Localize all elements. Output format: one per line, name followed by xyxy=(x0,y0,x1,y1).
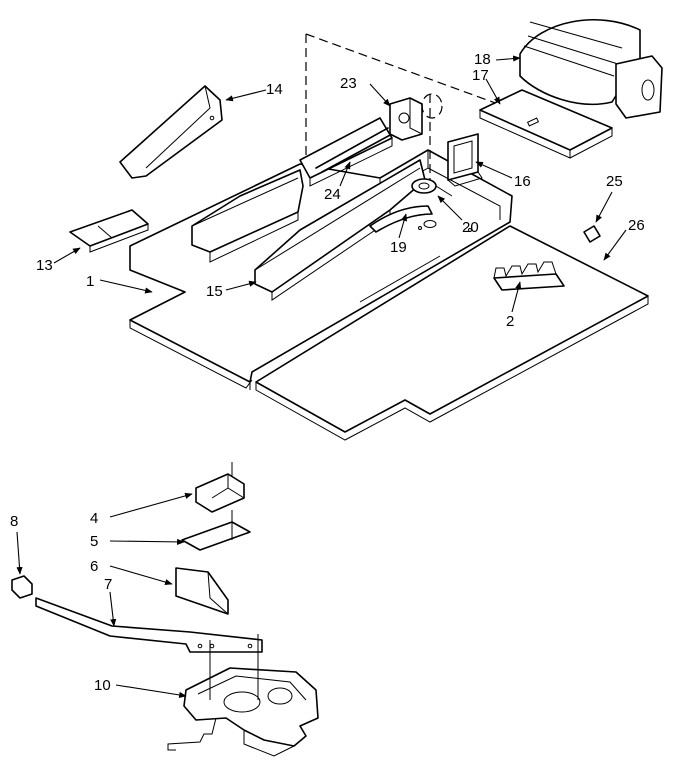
callout-5: 5 xyxy=(90,533,98,550)
callout-20: 20 xyxy=(462,219,479,236)
part-18-igniter-tube xyxy=(519,19,663,119)
part-2-orifice-bracket xyxy=(493,261,565,291)
alignment-lines xyxy=(305,33,521,180)
part-5-plate xyxy=(181,510,251,551)
callout-4: 4 xyxy=(90,510,98,527)
part-14-shield xyxy=(119,85,223,179)
callout-18: 18 xyxy=(474,51,491,68)
callout-2: 2 xyxy=(506,313,514,330)
part-20-valve xyxy=(411,178,453,228)
part-24-rod xyxy=(315,127,393,173)
part-10-mechanism xyxy=(167,634,319,757)
part-19-tube xyxy=(369,205,433,233)
callout-17: 17 xyxy=(472,67,489,84)
part-25-clip xyxy=(583,225,601,243)
callout-labels: 1 2 4 5 6 7 8 10 13 14 15 16 17 18 19 20… xyxy=(10,51,645,694)
callout-26: 26 xyxy=(628,217,645,234)
part-6-shield xyxy=(175,567,229,615)
callout-14: 14 xyxy=(266,81,283,98)
part-15-burner-channels xyxy=(191,117,426,301)
part-17-bracket-plate xyxy=(479,89,613,159)
part-23-block xyxy=(389,97,423,141)
callout-15: 15 xyxy=(206,283,223,300)
callout-23: 23 xyxy=(340,75,357,92)
callout-7: 7 xyxy=(104,576,112,593)
callout-8: 8 xyxy=(10,513,18,530)
part-13-clip xyxy=(69,209,149,253)
callout-19: 19 xyxy=(390,239,407,256)
callout-16: 16 xyxy=(514,173,531,190)
callout-25: 25 xyxy=(606,173,623,190)
part-8-knob xyxy=(11,575,33,599)
callout-24: 24 xyxy=(324,186,341,203)
part-4-switch xyxy=(195,462,245,513)
callout-6: 6 xyxy=(90,558,98,575)
callout-13: 13 xyxy=(36,257,53,274)
part-16-bracket xyxy=(447,133,483,187)
leader-lines xyxy=(16,55,627,698)
callout-1: 1 xyxy=(86,273,94,290)
callout-10: 10 xyxy=(94,677,111,694)
